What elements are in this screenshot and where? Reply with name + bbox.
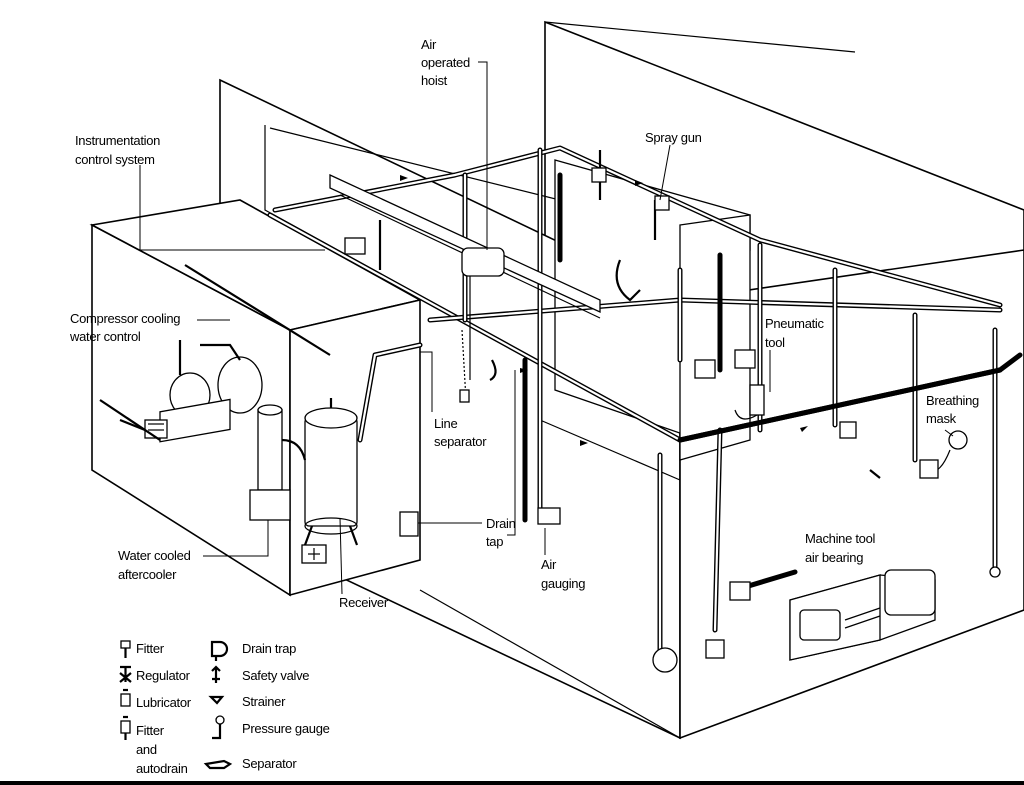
frl-units [344, 167, 1001, 673]
machine-tool [789, 569, 936, 661]
label-line-separator: Line separator [434, 416, 487, 449]
legend-fitter-autodrain-label: Fitter and autodrain [136, 723, 188, 776]
legend: Fitter Regulator Lubricator Fitter and a… [119, 640, 330, 776]
leader-lines [139, 61, 954, 595]
pneumatic-tool-device [734, 384, 765, 420]
safety-valve-icon [211, 665, 221, 683]
legend-strainer-label: Strainer [242, 694, 286, 709]
flow-arrows [400, 175, 808, 446]
legend-pressure-gauge-label: Pressure gauge [242, 721, 330, 736]
label-breathing-mask: Breathing mask [926, 393, 982, 426]
label-compressor-cooling-water-control: Compressor cooling water control [69, 311, 184, 344]
label-drain-tap: Drain tap [486, 516, 519, 549]
air-operated-hoist [459, 247, 505, 403]
lubricator-icon [120, 688, 131, 707]
fitter-icon [120, 640, 131, 658]
regulator-icon [119, 665, 132, 683]
legend-separator-label: Separator [242, 756, 297, 771]
legend-drain-trap-label: Drain trap [242, 641, 296, 656]
label-receiver: Receiver [339, 595, 389, 610]
label-machine-tool-air-bearing: Machine tool air bearing [805, 531, 878, 565]
label-water-cooled-aftercooler: Water cooled aftercooler [118, 548, 194, 582]
legend-safety-valve-label: Safety valve [242, 668, 309, 683]
spray-gun-device [615, 259, 641, 302]
compressor [99, 264, 331, 443]
legend-fitter-label: Fitter [136, 641, 165, 656]
pressure-gauge-icon [212, 715, 225, 740]
separator-icon [203, 759, 233, 770]
label-spray-gun: Spray gun [645, 130, 702, 145]
legend-lubricator-label: Lubricator [136, 695, 192, 710]
fitter-autodrain-icon [120, 715, 131, 740]
workshop-right-wall [679, 249, 1024, 740]
receiver-tank [301, 398, 359, 564]
aftercooler [249, 404, 307, 521]
label-instrumentation-control-system: Instrumentation control system [75, 133, 163, 167]
drain-trap-icon [210, 640, 229, 661]
label-air-gauging: Air gauging [541, 557, 585, 591]
air-gauging-device [537, 507, 561, 525]
label-pneumatic-tool: Pneumatic tool [765, 316, 827, 350]
legend-regulator-label: Regulator [136, 668, 191, 683]
equipment [99, 167, 1001, 673]
label-air-operated-hoist: Air operated hoist [421, 37, 473, 88]
hoist-rail [329, 173, 601, 314]
pipework [267, 145, 1023, 653]
bottom-border [0, 781, 1024, 785]
callout-labels: Air operated hoist Instrumentation contr… [69, 37, 982, 610]
strainer-icon [208, 695, 225, 705]
